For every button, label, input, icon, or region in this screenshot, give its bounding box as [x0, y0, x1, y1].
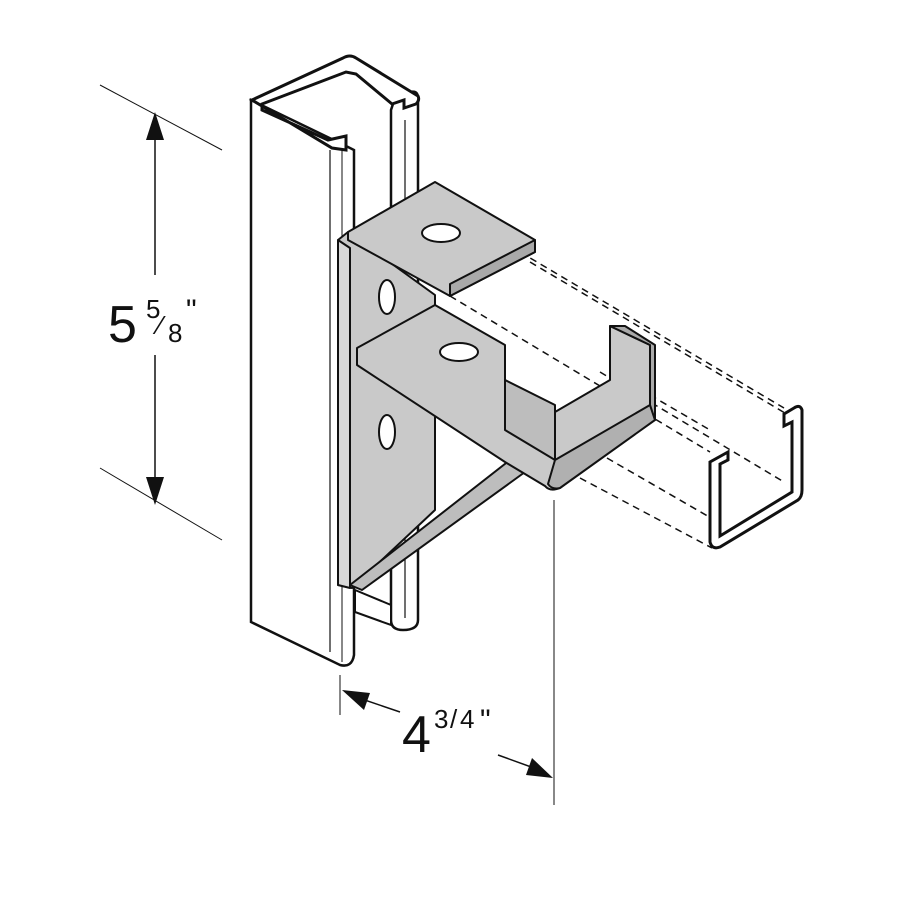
bracket-vertical-plate-edge: [337, 239, 351, 589]
vertical-channel-lower-web: [354, 588, 392, 627]
height-unit: ": [186, 294, 197, 327]
height-numerator: 5: [146, 294, 160, 324]
bracket: [337, 181, 656, 591]
depth-denominator: 4: [460, 704, 474, 734]
bracket-plate-hole-upper: [378, 279, 396, 315]
vertical-channel-top-profile: [248, 54, 421, 152]
bracket-lower-hole: [439, 342, 479, 362]
depth-numerator: 3: [434, 704, 448, 734]
bracket-seat-bottom-front: [547, 404, 656, 490]
depth-fraction-slash: /: [450, 704, 458, 734]
horizontal-channel: [449, 251, 791, 549]
bracket-plate-hole-lower: [378, 414, 396, 450]
depth-arrow-right: [526, 758, 553, 778]
horizontal-channel-top-edge: [519, 251, 785, 409]
height-whole: 5: [108, 296, 137, 354]
horizontal-channel-top-edge-2: [449, 295, 711, 453]
horizontal-channel-bottom-edge-2: [554, 427, 719, 523]
height-extension-top: [99, 84, 223, 151]
horizontal-channel-end-profile: [708, 404, 804, 550]
depth-arrow-left: [342, 690, 370, 710]
depth-whole: 4: [402, 706, 431, 764]
height-dimension: 5 5 ⁄ 8 ": [99, 84, 223, 541]
horizontal-channel-bottom-edge: [579, 477, 713, 549]
height-arrow-down: [146, 477, 164, 505]
horizontal-channel-mid-edge-2: [649, 394, 711, 431]
horizontal-channel-lip-edge: [529, 261, 791, 417]
depth-dimension: 4 3 / 4 ": [339, 500, 555, 805]
height-extension-bottom: [99, 467, 223, 541]
depth-unit: ": [480, 704, 491, 737]
bracket-upper-hole: [421, 223, 461, 243]
height-arrow-up: [146, 112, 164, 140]
height-denominator: 8: [168, 318, 182, 348]
bracket-upper-flange-front: [449, 239, 536, 297]
